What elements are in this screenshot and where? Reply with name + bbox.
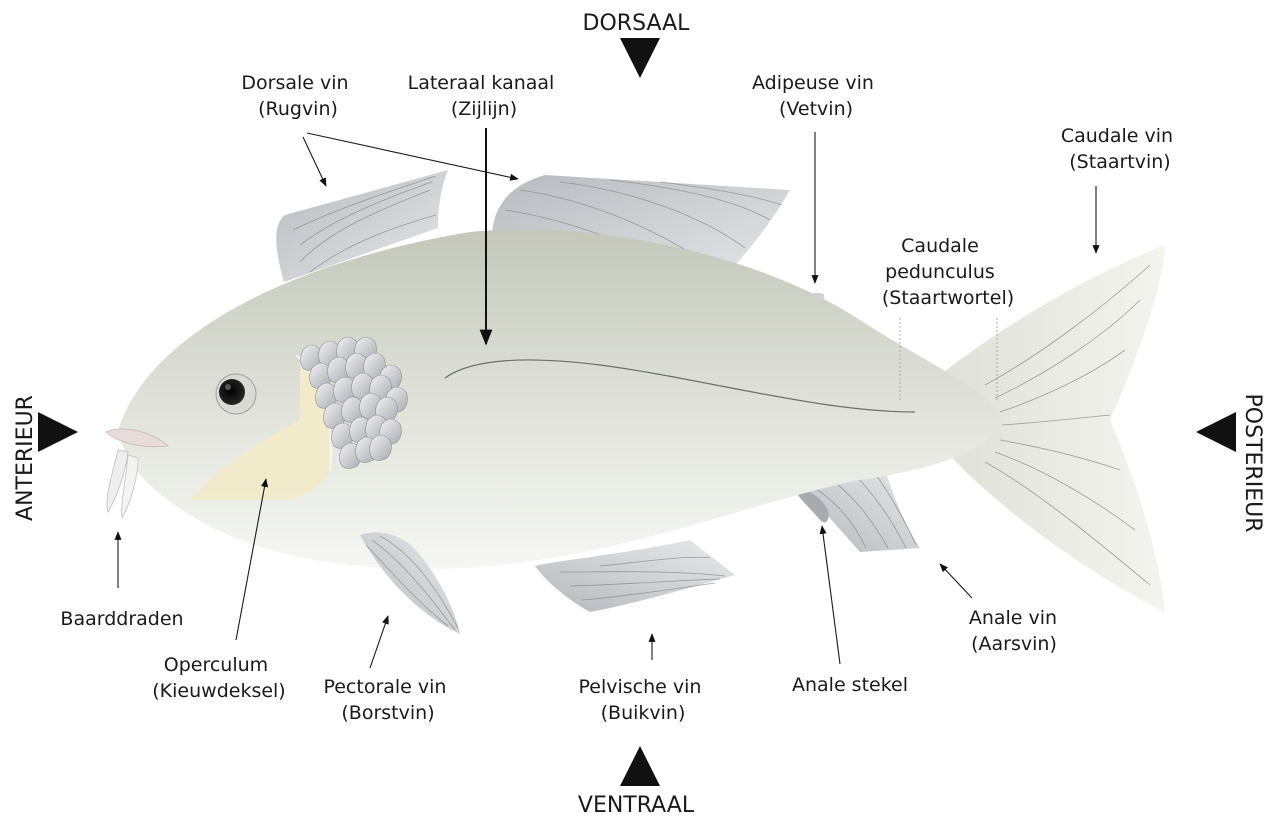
eye xyxy=(216,374,256,414)
adipose-fin-label: Adipeuse vin (Vetvin) xyxy=(752,72,880,120)
ventral-label: VENTRAAL xyxy=(578,793,695,817)
barbels-label: Baarddraden xyxy=(60,608,183,630)
pectoral-fin-pointer xyxy=(370,616,388,668)
barbels xyxy=(107,450,138,518)
posterior-label: POSTERIEUR xyxy=(1240,394,1265,533)
anterior-label: ANTERIEUR xyxy=(13,395,38,521)
ventral-arrow-icon xyxy=(620,746,660,786)
dorsal-fin-label: Dorsale vin (Rugvin) xyxy=(241,72,354,120)
anal-spine-label: Anale stekel xyxy=(792,674,908,696)
pectoral-fin-label: Pectorale vin (Borstvin) xyxy=(323,676,452,724)
operculum-label: Operculum (Kieuwdeksel) xyxy=(152,654,285,702)
anal-spine-pointer xyxy=(822,526,840,664)
scale xyxy=(370,435,392,461)
anal-fin-label: Anale vin (Aarsvin) xyxy=(969,607,1063,655)
caudal-fin-label: Caudale vin (Staartvin) xyxy=(1061,125,1179,173)
caudal-peduncle-label: Caudale pedunculus (Staartwortel) xyxy=(882,235,1014,309)
dorsal-label: DORSAAL xyxy=(583,11,691,36)
dorsal-fin-pointer-a xyxy=(303,137,326,186)
lateral-line-label: Lateraal kanaal (Zijlijn) xyxy=(408,72,561,120)
posterior-arrow-icon xyxy=(1196,412,1236,452)
pelvic-fin-label: Pelvische vin (Buikvin) xyxy=(579,676,708,724)
anterior-arrow-icon xyxy=(38,412,78,452)
dorsal-arrow-icon xyxy=(620,38,660,78)
anal-fin-pointer xyxy=(940,564,972,598)
